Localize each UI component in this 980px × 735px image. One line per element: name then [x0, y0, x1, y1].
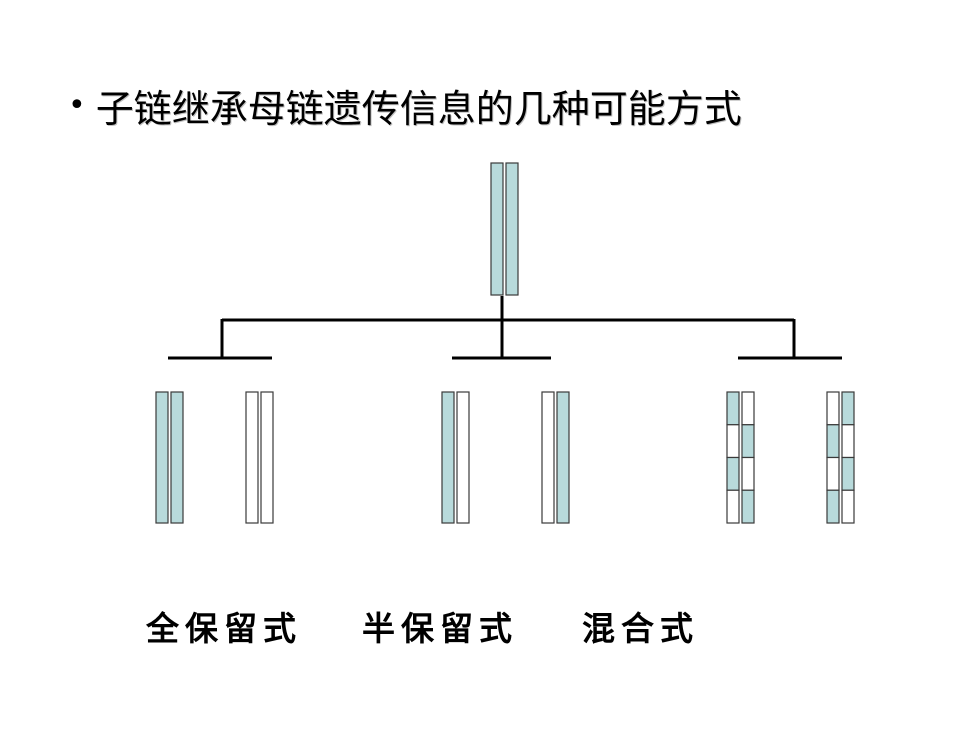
parental-strand-segment [556, 391, 570, 524]
model-label-conservative: 全保留式 [146, 609, 302, 648]
tree-connectors [168, 296, 842, 360]
model-label-dispersive: 混合式 [582, 609, 699, 648]
conservative-daughter-molecule [155, 391, 184, 524]
bullet-marker: • [68, 88, 86, 123]
dispersive-daughter-molecule [726, 391, 755, 524]
new-strand-segment [826, 391, 840, 426]
new-strand-segment [260, 391, 274, 524]
title-text: 子链继承母链遗传信息的几种可能方式 [95, 87, 742, 131]
parental-strand-segment [155, 391, 169, 524]
new-strand-segment [841, 424, 855, 459]
parental-strand-segment [841, 456, 855, 491]
slide-title: • 子链继承母链遗传信息的几种可能方式 [68, 78, 742, 133]
parental-strand-segment [726, 391, 740, 426]
parental-strand-segment [490, 162, 504, 296]
new-strand-segment [741, 456, 755, 491]
new-strand-segment [841, 489, 855, 524]
dna-molecules [155, 162, 855, 524]
new-strand-segment [741, 391, 755, 426]
semiconservative-daughter-molecule [541, 391, 570, 524]
parental-strand-segment [741, 424, 755, 459]
dispersive-daughter-molecule [826, 391, 855, 524]
parental-strand-segment [741, 489, 755, 524]
parent-dna-molecule [490, 162, 519, 296]
model-label-semiconservative: 半保留式 [362, 609, 518, 648]
new-strand-segment [726, 489, 740, 524]
new-strand-segment [541, 391, 555, 524]
parental-strand-segment [505, 162, 519, 296]
new-strand-segment [726, 424, 740, 459]
parental-strand-segment [170, 391, 184, 524]
conservative-daughter-molecule [245, 391, 274, 524]
new-strand-segment [826, 456, 840, 491]
semiconservative-daughter-molecule [441, 391, 470, 524]
parental-strand-segment [826, 424, 840, 459]
parental-strand-segment [841, 391, 855, 426]
parental-strand-segment [726, 456, 740, 491]
new-strand-segment [245, 391, 259, 524]
new-strand-segment [456, 391, 470, 524]
parental-strand-segment [826, 489, 840, 524]
parental-strand-segment [441, 391, 455, 524]
